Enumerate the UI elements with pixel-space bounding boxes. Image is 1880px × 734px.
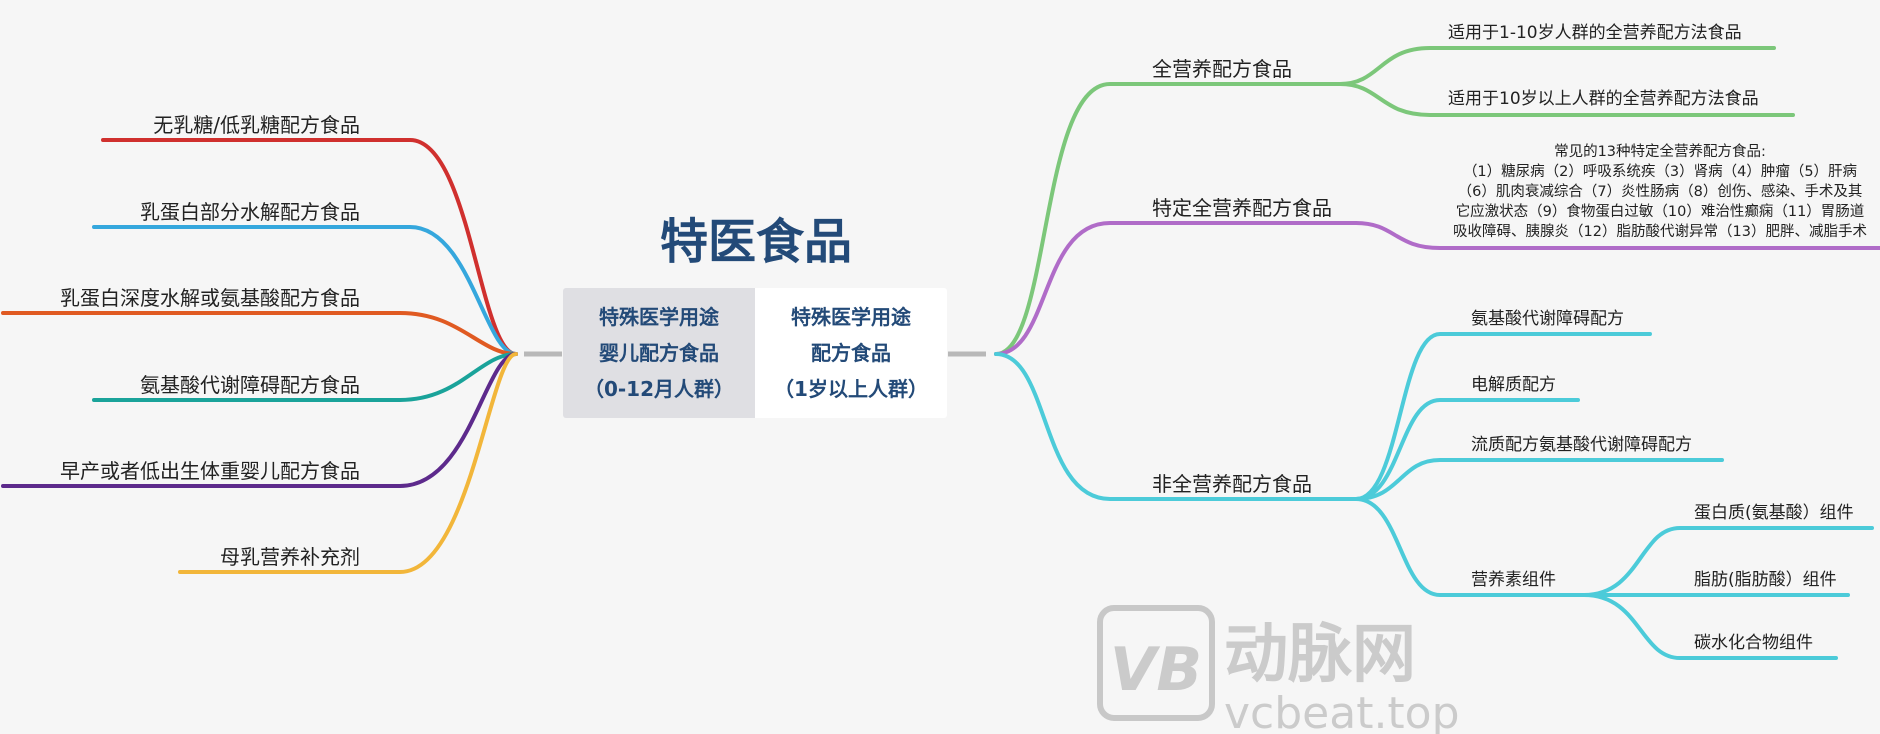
child-line	[1354, 458, 1724, 501]
child-electrolyte[interactable]: 电解质配方	[1471, 375, 1556, 395]
child-line	[1582, 593, 1838, 660]
branch-full-nutrition[interactable]: 全营养配方食品	[1152, 57, 1292, 81]
detail-line: 常见的13种特定全营养配方食品:	[1554, 142, 1766, 160]
branch-line-full	[994, 82, 1342, 356]
watermark-frame	[1097, 605, 1215, 721]
box-line: 特殊医学用途	[599, 305, 719, 329]
box-line: 配方食品	[811, 341, 891, 365]
watermark-cn: 动脉网	[1224, 618, 1416, 692]
branch-line-specific	[994, 221, 1358, 356]
center-box-over-1[interactable]: 特殊医学用途 配方食品 （1岁以上人群）	[755, 288, 947, 418]
child-fat-module[interactable]: 脂肪(脂肪酸）组件	[1694, 570, 1837, 590]
watermark-url: vcbeat.top	[1224, 688, 1460, 734]
center-box-infant[interactable]: 特殊医学用途 婴儿配方食品 （0-12月人群）	[563, 288, 755, 418]
watermark: VB 动脉网 vcbeat.top	[1097, 605, 1460, 734]
child-line	[1338, 46, 1776, 86]
watermark-logo: VB	[1110, 635, 1202, 705]
box-line: 特殊医学用途	[791, 305, 911, 329]
branch-line-nonfull	[994, 352, 1358, 501]
branch-partial-hydrolysis[interactable]: 乳蛋白部分水解配方食品	[140, 200, 360, 224]
child-line	[1354, 332, 1652, 501]
child-age-1-10[interactable]: 适用于1-10岁人群的全营养配方法食品	[1448, 23, 1742, 43]
child-line	[1354, 221, 1880, 250]
child-line	[1354, 497, 1586, 597]
specific-detail[interactable]: 常见的13种特定全营养配方食品: （1）糖尿病（2）呼吸系统疾（3）肾病（4）肿…	[1453, 142, 1867, 240]
branch-line-lactose-free	[101, 138, 518, 356]
child-carb-module[interactable]: 碳水化合物组件	[1694, 633, 1813, 653]
child-protein-module[interactable]: 蛋白质(氨基酸）组件	[1694, 503, 1854, 523]
branch-line-premature	[1, 352, 518, 488]
branch-breastmilk[interactable]: 母乳营养补充剂	[220, 545, 360, 569]
root-title[interactable]: 特医食品	[660, 214, 852, 270]
box-line: （1岁以上人群）	[774, 377, 928, 401]
branch-lactose-free[interactable]: 无乳糖/低乳糖配方食品	[153, 113, 360, 137]
branch-line-breastmilk	[178, 352, 518, 574]
child-line	[1354, 398, 1580, 501]
branch-amino-metabolism[interactable]: 氨基酸代谢障碍配方食品	[140, 373, 360, 397]
branch-line-amino-metabolism	[92, 352, 518, 402]
child-age-10-plus[interactable]: 适用于10岁以上人群的全营养配方法食品	[1448, 89, 1759, 109]
branch-line-partial-hydrolysis	[92, 225, 518, 356]
branch-specific-full-nutrition[interactable]: 特定全营养配方食品	[1152, 196, 1332, 220]
branch-nonfull-nutrition[interactable]: 非全营养配方食品	[1152, 472, 1312, 496]
detail-line: 吸收障碍、胰腺炎（12）脂肪酸代谢异常（13）肥胖、减脂手术	[1453, 222, 1867, 240]
child-nutrient-module[interactable]: 营养素组件	[1471, 570, 1556, 590]
branch-premature[interactable]: 早产或者低出生体重婴儿配方食品	[60, 459, 360, 483]
box-line: 婴儿配方食品	[599, 341, 719, 365]
branch-deep-hydrolysis[interactable]: 乳蛋白深度水解或氨基酸配方食品	[60, 286, 360, 310]
child-liquid[interactable]: 流质配方氨基酸代谢障碍配方	[1471, 435, 1692, 455]
child-amino-metabolism[interactable]: 氨基酸代谢障碍配方	[1471, 309, 1624, 329]
child-line	[1582, 526, 1874, 597]
branch-line-deep-hydrolysis	[1, 311, 518, 356]
child-line	[1338, 82, 1795, 117]
detail-line: 它应激状态（9）食物蛋白过敏（10）难治性癫痫（11）胃肠道	[1456, 202, 1865, 220]
detail-line: （6）肌肉衰减综合（7）炎性肠病（8）创伤、感染、手术及其	[1458, 183, 1863, 200]
detail-line: （1）糖尿病（2）呼吸系统疾（3）肾病（4）肿瘤（5）肝病	[1463, 163, 1857, 180]
box-line: （0-12月人群）	[583, 377, 735, 401]
